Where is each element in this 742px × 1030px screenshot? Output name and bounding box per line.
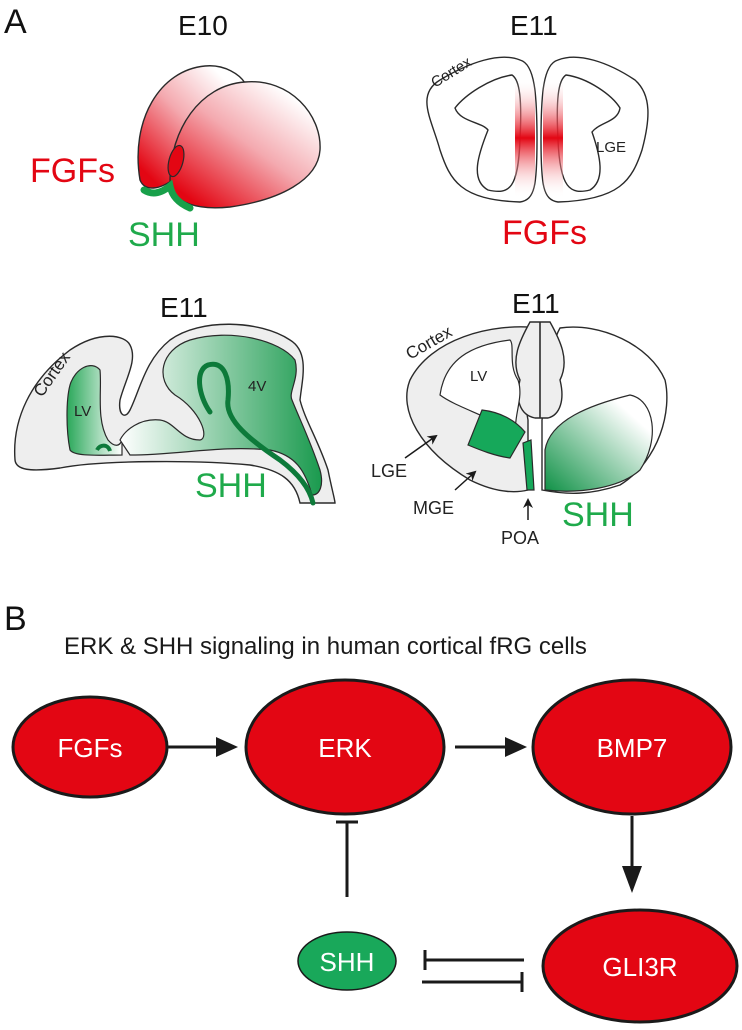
node-bmp7-label: BMP7 — [597, 733, 668, 763]
e11-sagittal-4v-label: 4V — [248, 378, 266, 395]
lge-pointer-arrow — [404, 434, 438, 459]
e11-fgf-stage-label: E11 — [510, 10, 558, 41]
node-gli3r-label: GLI3R — [602, 952, 677, 982]
e11-sagittal-lv-label: LV — [74, 403, 91, 420]
e10-fgfs-label: FGFs — [30, 152, 115, 190]
e10-brain-diagram: E10 FGFs SHH — [30, 10, 321, 254]
panel-a-letter: A — [4, 3, 27, 41]
edge-fgfs-to-erk-head — [216, 737, 238, 757]
e10-shh-domain — [140, 179, 194, 212]
node-shh-label: SHH — [320, 947, 375, 977]
e11-coronal-shh-stage-label: E11 — [512, 288, 560, 319]
e11-sagittal-stage-label: E11 — [160, 292, 208, 323]
e10-stage-label: E10 — [178, 10, 228, 41]
edge-erk-to-bmp7-head — [505, 737, 527, 757]
e11-coronal-poa-label: POA — [501, 528, 539, 548]
e11-sagittal-diagram: E11 Cortex LV 4V SHH — [13, 292, 336, 506]
e11-coronal-lv-label: LV — [470, 368, 487, 385]
signaling-network: FGFs ERK BMP7 GLI3R SHH — [11, 678, 739, 1024]
e11-coronal-shh-diagram: E11 Cortex LV LGE MGE POA SHH — [371, 288, 668, 548]
node-shh: SHH — [297, 931, 397, 991]
mge-pointer-arrow — [454, 470, 477, 491]
panel-b-title: ERK & SHH signaling in human cortical fR… — [64, 633, 587, 660]
e11-coronal-shh-label: SHH — [562, 496, 634, 534]
e10-right-hemisphere — [169, 81, 321, 209]
node-erk: ERK — [244, 678, 446, 816]
e11-fgf-lge-label: LGE — [596, 139, 626, 156]
edge-bmp7-to-gli3r-head — [622, 866, 642, 893]
e11-sagittal-shh-label: SHH — [195, 467, 267, 505]
node-fgfs: FGFs — [11, 695, 169, 799]
node-gli3r: GLI3R — [541, 908, 739, 1024]
e11-ventricle-system — [119, 334, 323, 496]
e11-coronal-right-shh-gradient — [544, 394, 653, 492]
e10-fgf-source — [167, 144, 185, 178]
e11-left-fgf-band — [515, 78, 535, 198]
e11-right-fgf-band — [543, 78, 563, 198]
e11-coronal-lge-label: LGE — [371, 461, 407, 481]
e11-coronal-fgf-diagram: E11 Cortex LGE FGFs — [426, 10, 649, 252]
e11-mge-domain — [467, 409, 526, 459]
e10-shh-label: SHH — [128, 216, 200, 254]
e11-floor-plate-shh — [197, 361, 316, 506]
node-fgfs-label: FGFs — [58, 733, 123, 763]
e11-fgfs-label: FGFs — [502, 214, 587, 252]
e11-lv-shh-spot — [95, 443, 112, 452]
e11-coronal-mge-label: MGE — [413, 498, 454, 518]
e11-poa-domain — [522, 439, 535, 491]
node-erk-label: ERK — [318, 733, 372, 763]
node-bmp7: BMP7 — [531, 678, 733, 816]
panel-b-letter: B — [4, 600, 27, 638]
e11-lateral-ventricle — [66, 365, 123, 456]
